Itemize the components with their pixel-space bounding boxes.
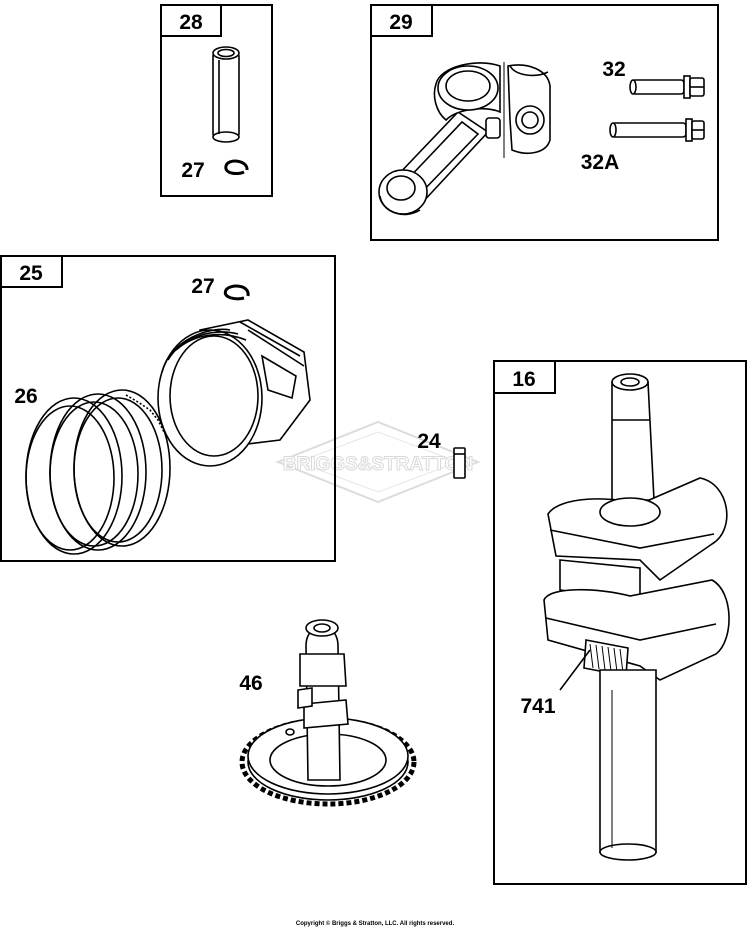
callout-741: 741 (520, 695, 555, 718)
key-24-part (453, 447, 466, 479)
camshaft-part (239, 619, 417, 807)
callout-32a: 32A (581, 151, 620, 174)
piston-pin-part (212, 46, 240, 143)
callout-27-mid: 27 (191, 275, 214, 298)
leader-741 (559, 649, 591, 691)
watermark-text: BRIGGS&STRATTON (283, 454, 473, 475)
piston-part (157, 319, 311, 467)
group-box-28: 28 27 (160, 4, 273, 197)
retainer-clip-part (224, 159, 249, 176)
piston-rings-part (25, 389, 171, 555)
group-label-28: 28 (179, 11, 203, 34)
group-label-16: 16 (512, 368, 535, 391)
brand-watermark: BRIGGS&STRATTON (275, 420, 481, 504)
callout-24: 24 (417, 430, 441, 453)
copyright-notice: Copyright © Briggs & Stratton, LLC. All … (295, 921, 455, 927)
group-box-25: 25 27 26 (0, 255, 336, 562)
group-label-29: 29 (389, 11, 412, 34)
bolt-32a-part (609, 118, 705, 142)
connecting-rod-part (378, 62, 551, 216)
group-box-29: 29 (370, 4, 719, 241)
group-box-16: 16 741 (493, 360, 747, 885)
group-label-25: 25 (19, 262, 43, 285)
bolt-32-part (629, 75, 705, 99)
callout-32: 32 (602, 58, 625, 81)
callout-27-top: 27 (181, 159, 204, 182)
crankshaft-part (543, 373, 730, 861)
callout-46: 46 (239, 672, 262, 695)
retainer-clip-part-2 (223, 284, 250, 301)
callout-26: 26 (14, 385, 37, 408)
